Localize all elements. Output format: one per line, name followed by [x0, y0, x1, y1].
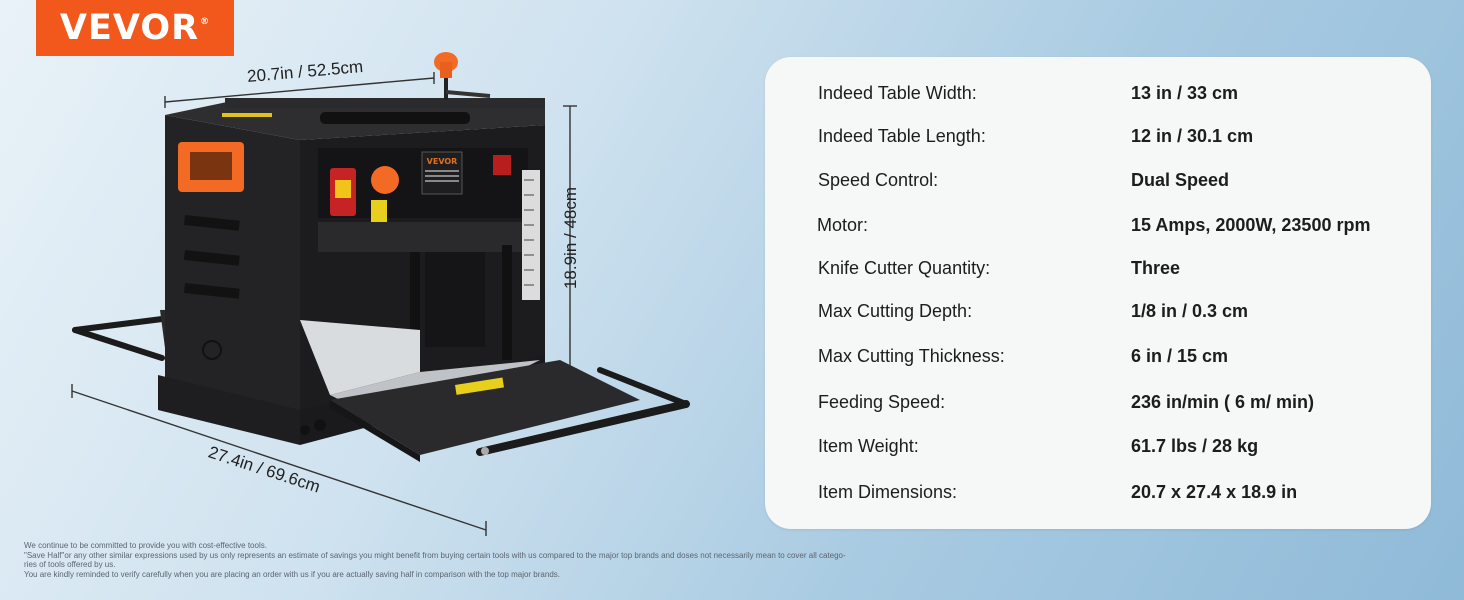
- length-dimension-line: [71, 384, 487, 536]
- spec-row: Indeed Table Length: 12 in / 30.1 cm: [765, 121, 1431, 151]
- spec-value: Three: [1131, 257, 1181, 278]
- width-dimension-line: [164, 72, 435, 108]
- spec-label: Motor:: [817, 214, 869, 235]
- spec-label: Item Dimensions:: [818, 481, 958, 502]
- spec-label: Max Cutting Thickness:: [818, 345, 1005, 366]
- specifications-panel: Indeed Table Width: 13 in / 33 cm Indeed…: [765, 57, 1431, 529]
- machine-brand-label: VEVOR: [427, 157, 458, 166]
- disclaimer-line: You are kindly reminded to verify carefu…: [24, 569, 560, 579]
- thickness-planer-illustration: VEVOR: [71, 52, 690, 536]
- spec-value: 20.7 x 27.4 x 18.9 in: [1131, 481, 1298, 502]
- outfeed-table: [330, 360, 640, 455]
- spec-value: Dual Speed: [1131, 169, 1230, 190]
- spec-label: Knife Cutter Quantity:: [818, 257, 991, 278]
- spec-value: 6 in / 15 cm: [1131, 345, 1229, 366]
- spec-value: 13 in / 33 cm: [1131, 82, 1239, 103]
- spec-row: Speed Control: Dual Speed: [765, 165, 1431, 195]
- spec-row: Max Cutting Thickness: 6 in / 15 cm: [765, 341, 1431, 371]
- spec-row: Feeding Speed: 236 in/min ( 6 m/ min): [765, 387, 1431, 417]
- spec-row: Knife Cutter Quantity: Three: [765, 253, 1431, 283]
- vevor-logo: VEVOR®: [36, 0, 234, 56]
- spec-row: Max Cutting Depth: 1/8 in / 0.3 cm: [765, 296, 1431, 326]
- spec-label: Max Cutting Depth:: [818, 300, 973, 321]
- spec-value: 61.7 lbs / 28 kg: [1131, 435, 1259, 456]
- spec-value: 1/8 in / 0.3 cm: [1131, 300, 1249, 321]
- spec-label: Item Weight:: [818, 435, 919, 456]
- planer-bed: [300, 320, 420, 395]
- spec-row: Item Dimensions: 20.7 x 27.4 x 18.9 in: [765, 477, 1431, 507]
- speed-knob: [371, 166, 399, 194]
- spec-label: Indeed Table Width:: [818, 82, 977, 103]
- spec-row: Indeed Table Width: 13 in / 33 cm: [765, 78, 1431, 108]
- spec-value: 236 in/min ( 6 m/ min): [1131, 391, 1315, 412]
- spec-row: Motor: 15 Amps, 2000W, 23500 rpm: [765, 210, 1431, 240]
- spec-label: Feeding Speed:: [818, 391, 946, 412]
- depth-scale: [522, 170, 540, 300]
- disclaimer-line: ries of tools offered by us.: [24, 560, 116, 569]
- registered-mark: ®: [200, 17, 211, 27]
- disclaimer-line: We continue to be committed to provide y…: [24, 541, 267, 550]
- logo-text: VEVOR: [59, 8, 200, 48]
- disclaimer-text: We continue to be committed to provide y…: [24, 541, 964, 579]
- spec-row: Item Weight: 61.7 lbs / 28 kg: [765, 431, 1431, 461]
- infeed-table: [72, 315, 173, 361]
- spec-value: 15 Amps, 2000W, 23500 rpm: [1131, 214, 1371, 235]
- height-dimension-label: 18.9in / 48cm: [561, 186, 581, 290]
- spec-value: 12 in / 30.1 cm: [1131, 125, 1254, 146]
- spec-label: Speed Control:: [818, 169, 939, 190]
- disclaimer-line: "Save Half"or any other similar expressi…: [24, 550, 846, 560]
- spec-label: Indeed Table Length:: [818, 125, 986, 146]
